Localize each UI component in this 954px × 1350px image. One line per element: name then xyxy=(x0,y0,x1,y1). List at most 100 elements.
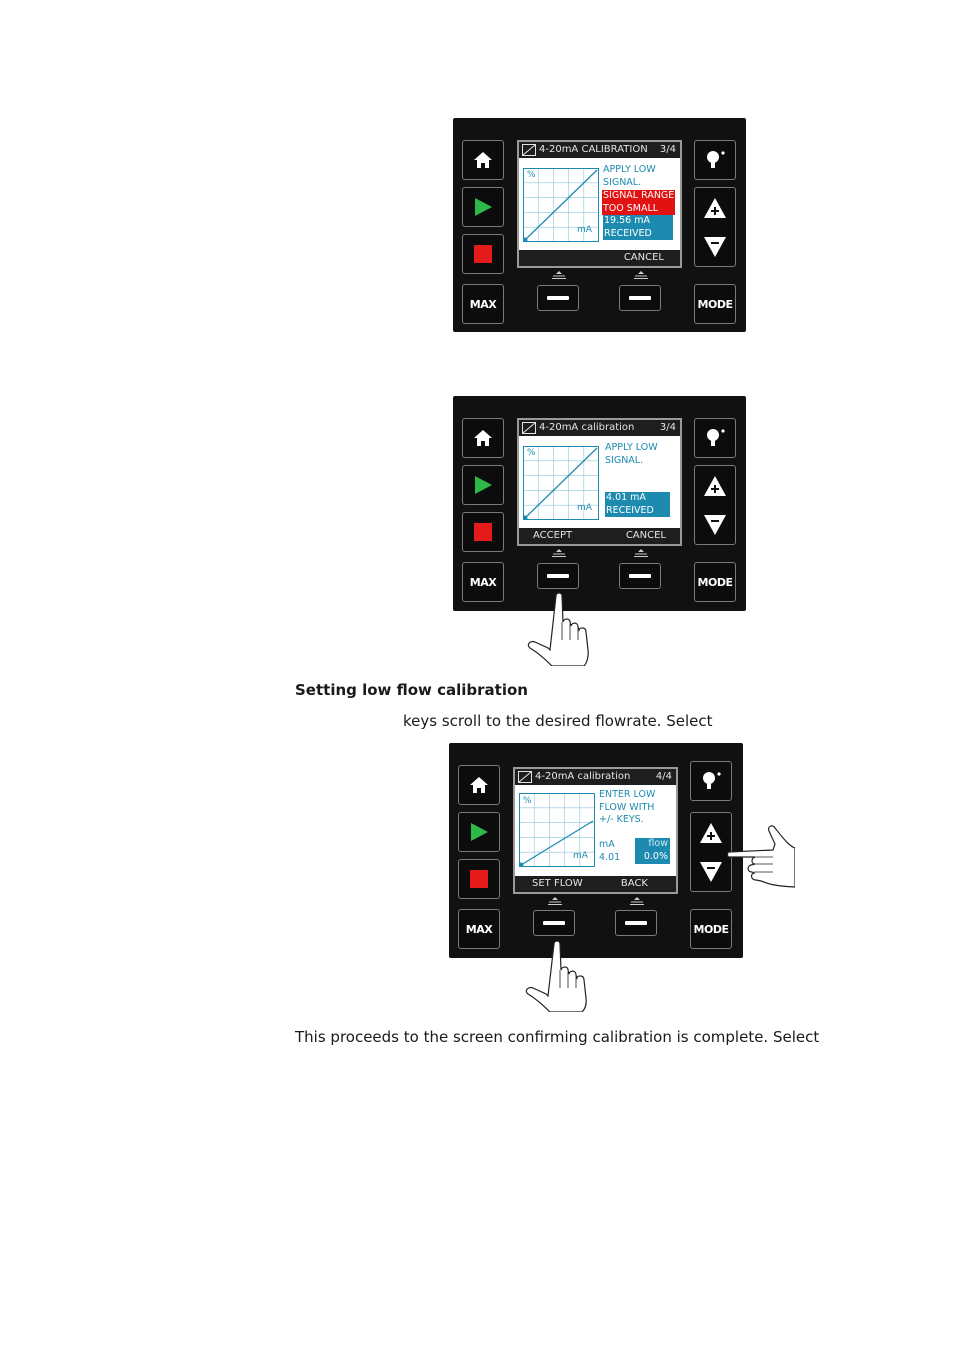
screen-softkey-bar: SET FLOW BACK xyxy=(515,876,676,892)
hand-pointer-icon xyxy=(527,592,589,666)
screen-page-number: 3/4 xyxy=(659,422,676,433)
screen-title: 4-20mA calibration xyxy=(535,771,631,782)
ma-value: 4.01 xyxy=(599,852,621,863)
stop-button[interactable] xyxy=(462,512,504,552)
home-button[interactable] xyxy=(458,765,500,805)
max-button[interactable]: MAX xyxy=(458,909,500,949)
soft-label-left: ACCEPT xyxy=(533,530,573,541)
minus-arrow-icon[interactable] xyxy=(703,236,727,258)
screen-softkey-bar: ACCEPT CANCEL xyxy=(519,528,680,544)
soft-key-right[interactable] xyxy=(619,563,661,589)
screen-title-bar: 4-20mA calibration 3/4 xyxy=(519,420,680,436)
stop-icon xyxy=(474,523,492,541)
ma-label: mA xyxy=(599,839,615,850)
screen-title-bar: 4-20mA CALIBRATION 3/4 xyxy=(519,142,680,158)
home-icon xyxy=(474,430,492,446)
screen-message: APPLY LOW SIGNAL. xyxy=(605,442,658,466)
light-button[interactable] xyxy=(690,761,732,801)
light-button[interactable] xyxy=(694,418,736,458)
flow-label: flow xyxy=(648,838,668,849)
graph-y-label: % xyxy=(527,448,536,458)
up-down-keys[interactable] xyxy=(690,812,732,892)
stop-icon xyxy=(474,245,492,263)
graph-x-label: mA xyxy=(573,851,588,861)
graph-y-label: % xyxy=(523,796,532,806)
minus-arrow-icon[interactable] xyxy=(699,861,723,883)
screen-title: 4-20mA CALIBRATION xyxy=(539,144,648,155)
display-screen: 4-20mA calibration 3/4 % mA APPLY LOW SI… xyxy=(517,418,682,546)
stop-icon xyxy=(470,870,488,888)
light-button[interactable] xyxy=(694,140,736,180)
max-button[interactable]: MAX xyxy=(462,284,504,324)
section-heading: Setting low flow calibration xyxy=(295,681,528,699)
home-button[interactable] xyxy=(462,418,504,458)
calibration-graph xyxy=(523,446,599,520)
bulb-icon xyxy=(703,772,721,789)
soft-key-marker-icon xyxy=(634,549,648,557)
play-icon xyxy=(475,198,492,216)
bulb-icon xyxy=(707,429,725,446)
mode-button[interactable]: MODE xyxy=(694,284,736,324)
home-icon xyxy=(474,152,492,168)
calibration-graph xyxy=(523,168,599,242)
soft-label-right: CANCEL xyxy=(623,252,664,263)
plus-arrow-icon[interactable] xyxy=(699,822,723,844)
up-down-keys[interactable] xyxy=(694,187,736,267)
pump-panel-1: MAX 4-20mA CALIBRATION 3/4 % mA APPLY LO… xyxy=(453,118,746,332)
soft-key-marker-icon xyxy=(552,271,566,279)
play-icon xyxy=(471,823,488,841)
home-button[interactable] xyxy=(462,140,504,180)
flow-readout[interactable]: flow 0.0% xyxy=(635,838,670,864)
stop-button[interactable] xyxy=(458,859,500,899)
start-button[interactable] xyxy=(462,465,504,505)
display-screen: 4-20mA calibration 4/4 % mA ENTER LOW FL… xyxy=(513,767,678,894)
pump-panel-2: MAX 4-20mA calibration 3/4 % mA APPLY LO… xyxy=(453,396,746,611)
instruction-line-2: This proceeds to the screen confirming c… xyxy=(295,1028,820,1046)
calibration-icon xyxy=(522,144,536,156)
home-icon xyxy=(470,777,488,793)
soft-key-marker-icon xyxy=(634,271,648,279)
soft-key-right[interactable] xyxy=(619,285,661,311)
error-alert: SIGNAL RANGE TOO SMALL xyxy=(602,190,675,215)
calibration-icon xyxy=(518,771,532,783)
soft-label-right: BACK xyxy=(620,878,648,889)
received-readout: 4.01 mA RECEIVED xyxy=(605,492,670,517)
received-readout: 19.56 mA RECEIVED xyxy=(603,215,673,240)
play-icon xyxy=(475,476,492,494)
instruction-line: keys scroll to the desired flowrate. Sel… xyxy=(403,712,713,730)
mode-button[interactable]: MODE xyxy=(690,909,732,949)
pump-panel-3: MAX 4-20mA calibration 4/4 % mA ENTER LO… xyxy=(449,743,743,958)
hand-pointer-icon xyxy=(525,940,587,1012)
screen-softkey-bar: CANCEL xyxy=(519,250,680,266)
start-button[interactable] xyxy=(458,812,500,852)
graph-x-label: mA xyxy=(577,503,592,513)
soft-key-left[interactable] xyxy=(537,285,579,311)
soft-label-left: SET FLOW xyxy=(532,878,583,889)
start-button[interactable] xyxy=(462,187,504,227)
flow-value: 0.0% xyxy=(643,851,668,862)
soft-key-right[interactable] xyxy=(615,910,657,936)
bulb-icon xyxy=(707,151,725,168)
graph-x-label: mA xyxy=(577,225,592,235)
stop-button[interactable] xyxy=(462,234,504,274)
max-button[interactable]: MAX xyxy=(462,562,504,602)
calibration-graph xyxy=(519,793,595,867)
screen-page-number: 4/4 xyxy=(655,771,672,782)
display-screen: 4-20mA CALIBRATION 3/4 % mA APPLY LOW SI… xyxy=(517,140,682,268)
screen-page-number: 3/4 xyxy=(659,144,676,155)
up-down-keys[interactable] xyxy=(694,465,736,545)
soft-key-marker-icon xyxy=(548,897,562,905)
screen-title-bar: 4-20mA calibration 4/4 xyxy=(515,769,676,785)
screen-message: APPLY LOW SIGNAL. xyxy=(603,164,656,188)
plus-arrow-icon[interactable] xyxy=(703,475,727,497)
minus-arrow-icon[interactable] xyxy=(703,514,727,536)
plus-arrow-icon[interactable] xyxy=(703,197,727,219)
mode-button[interactable]: MODE xyxy=(694,562,736,602)
soft-key-left[interactable] xyxy=(537,563,579,589)
calibration-icon xyxy=(522,422,536,434)
soft-key-left[interactable] xyxy=(533,910,575,936)
soft-key-marker-icon xyxy=(552,549,566,557)
graph-y-label: % xyxy=(527,170,536,180)
soft-label-right: CANCEL xyxy=(625,530,666,541)
soft-key-marker-icon xyxy=(630,897,644,905)
